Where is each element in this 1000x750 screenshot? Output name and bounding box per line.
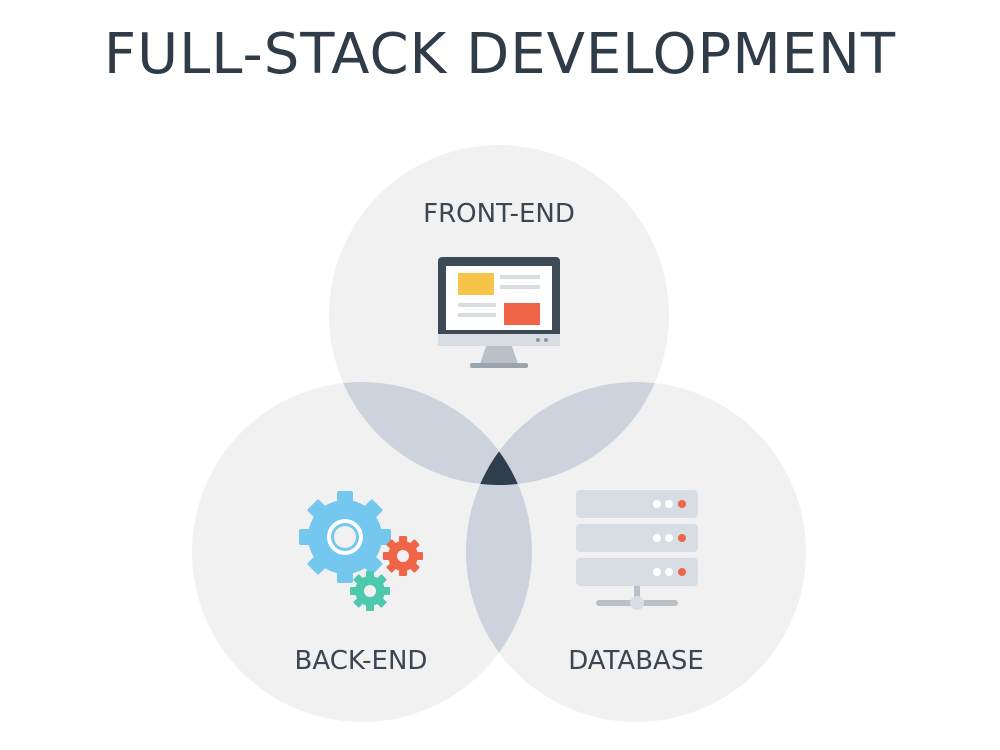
front-end-label: FRONT-END [423,199,575,229]
page-title: FULL-STACK DEVELOPMENT [103,22,897,87]
front-back-overlap [329,382,532,485]
database-label: DATABASE [568,646,704,676]
server-icon [576,490,698,610]
front-database-overlap [466,382,669,485]
gears-icon [299,491,423,611]
monitor-icon [438,257,560,368]
back-end-label: BACK-END [295,646,428,676]
